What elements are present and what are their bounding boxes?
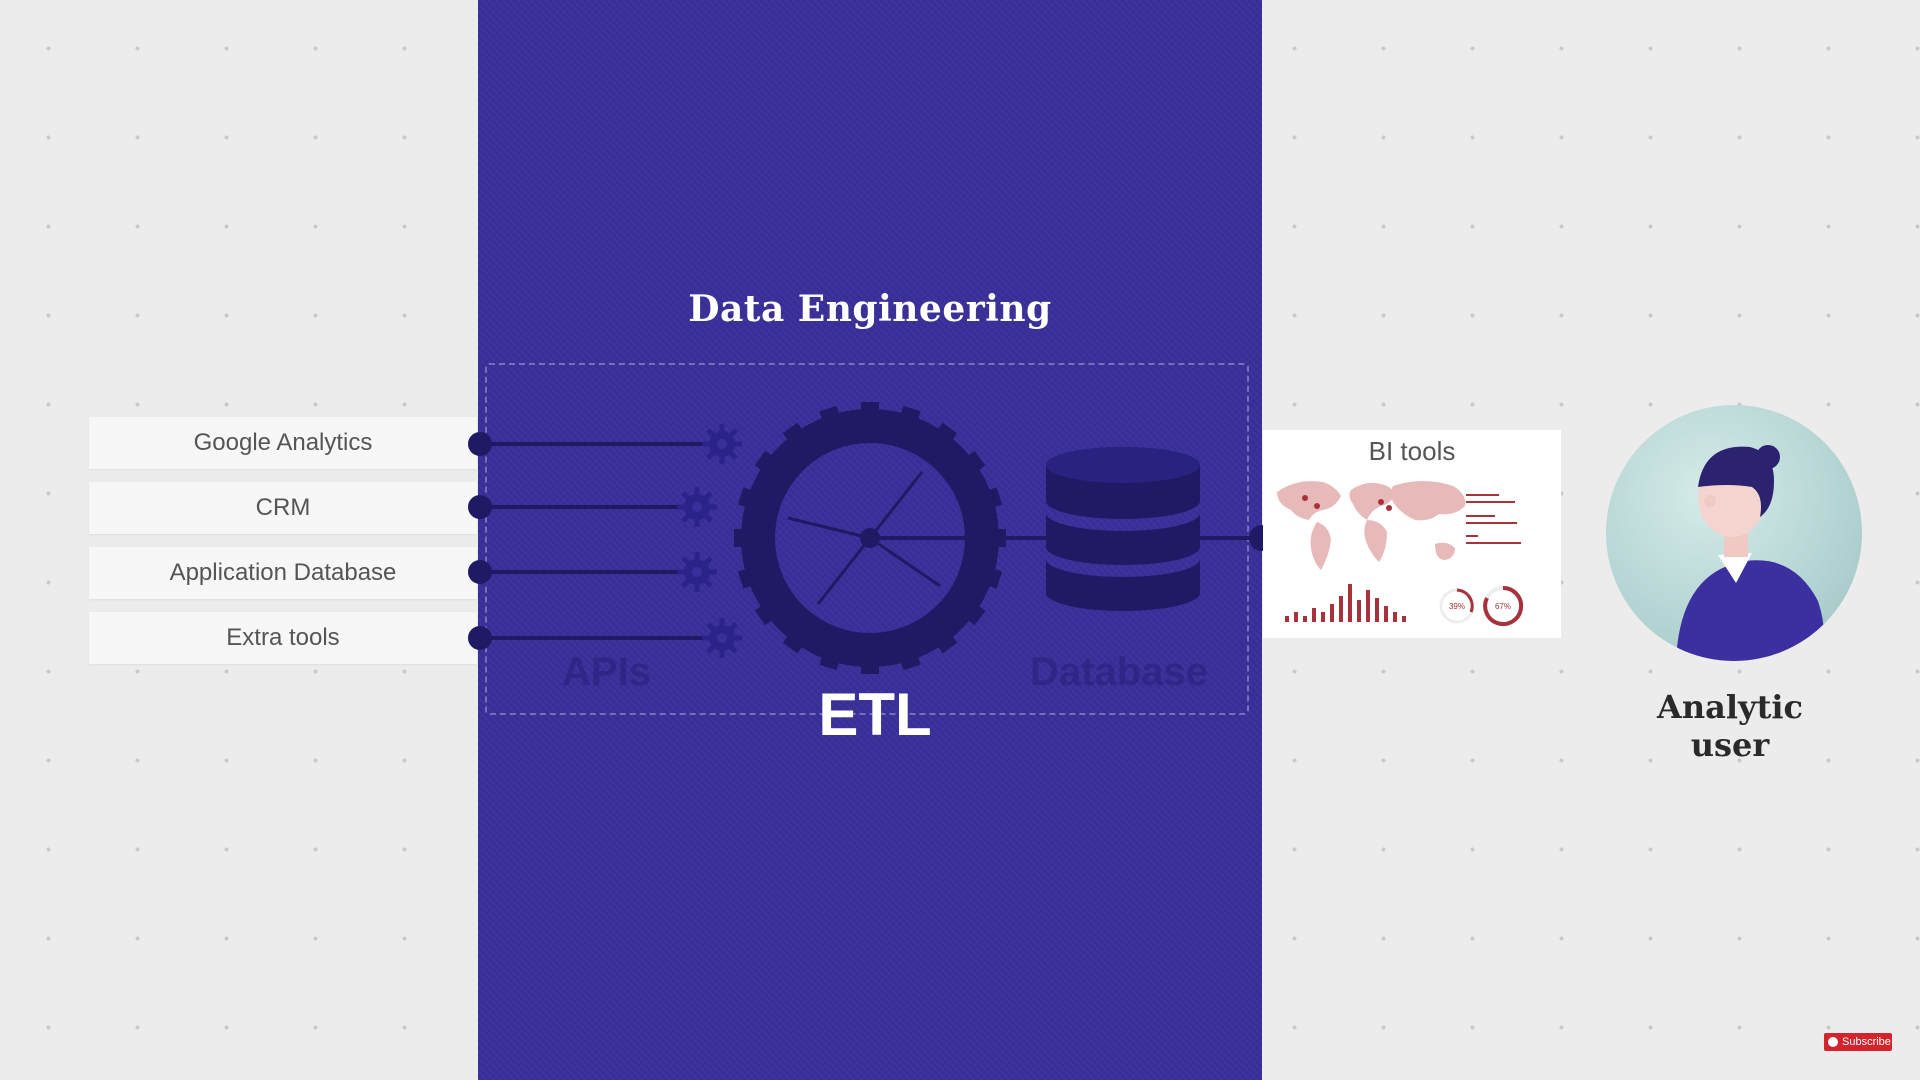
small-gear-icon: [677, 487, 717, 527]
bar: [1384, 606, 1388, 622]
etl-label: ETL: [818, 681, 932, 748]
analytic-user-label: Analytic user: [1630, 688, 1830, 764]
bar: [1321, 612, 1325, 622]
bar: [1366, 590, 1370, 622]
analytic-user-line1: Analytic: [1657, 688, 1803, 726]
connector-dot: [468, 495, 492, 519]
bar: [1357, 600, 1361, 622]
bar: [1294, 612, 1298, 622]
world-map-icon: [1277, 481, 1466, 570]
bi-tools-card: BI tools 39%: [1263, 430, 1561, 638]
subscribe-label: Subscribe: [1842, 1036, 1891, 1048]
gauge-icon: 67%: [1483, 585, 1524, 626]
source-google-analytics: Google Analytics: [89, 417, 477, 469]
database-label: Database: [1030, 650, 1208, 694]
connector-dot: [468, 626, 492, 650]
source-crm: CRM: [89, 482, 477, 534]
youtube-icon: [1828, 1037, 1838, 1047]
gauge-icon: 39%: [1439, 588, 1475, 624]
database-icon: [1046, 447, 1200, 611]
source-application-database: Application Database: [89, 547, 477, 599]
bar: [1330, 604, 1334, 622]
svg-text:39%: 39%: [1449, 602, 1465, 611]
svg-text:67%: 67%: [1495, 602, 1511, 611]
small-gear-icon: [702, 618, 742, 658]
person-icon: [1676, 445, 1825, 661]
apis-label: APIs: [562, 650, 651, 694]
diagram-title: Data Engineering: [688, 288, 1052, 330]
small-gear-icon: [702, 424, 742, 464]
bar: [1393, 612, 1397, 622]
legend-lines: [1466, 494, 1521, 544]
connector-dot: [468, 432, 492, 456]
subscribe-button[interactable]: Subscribe: [1824, 1033, 1892, 1051]
bar: [1339, 596, 1343, 622]
bi-tools-title: BI tools: [1368, 436, 1456, 466]
bar: [1303, 616, 1307, 622]
bar-chart-icon: [1285, 584, 1406, 622]
connector-dot: [468, 560, 492, 584]
analytic-user-avatar: [1606, 405, 1862, 661]
etl-gear-icon: [734, 402, 1006, 674]
bar: [1348, 584, 1352, 622]
analytic-user-line2: user: [1690, 726, 1770, 764]
bar: [1312, 608, 1316, 622]
bar: [1402, 616, 1406, 622]
small-gear-icon: [677, 552, 717, 592]
small-gear-icons: [677, 424, 742, 658]
bar: [1375, 598, 1379, 622]
source-extra-tools: Extra tools: [89, 612, 477, 664]
bar: [1285, 616, 1289, 622]
